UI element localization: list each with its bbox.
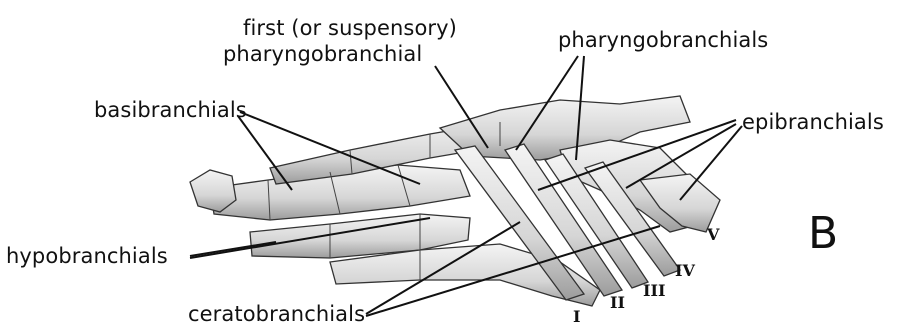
- label-first-pharyngobranchial-line2: pharyngobranchial: [223, 42, 422, 66]
- label-ceratobranchials: ceratobranchials: [188, 302, 365, 326]
- arch-numeral-1: I: [573, 308, 580, 326]
- label-hypobranchials: hypobranchials: [6, 244, 168, 268]
- arch-numeral-5: V: [707, 226, 719, 244]
- arch-numeral-3: III: [643, 282, 665, 300]
- panel-letter: B: [808, 210, 838, 258]
- arch-numeral-4: IV: [675, 262, 695, 280]
- label-basibranchials: basibranchials: [94, 98, 247, 122]
- label-epibranchials: epibranchials: [742, 110, 884, 134]
- arch-numeral-2: II: [610, 294, 625, 312]
- label-pharyngobranchials: pharyngobranchials: [558, 28, 768, 52]
- leader-basibranchials-1: [238, 116, 292, 190]
- label-first-pharyngobranchial-line1: first (or suspensory): [243, 16, 457, 40]
